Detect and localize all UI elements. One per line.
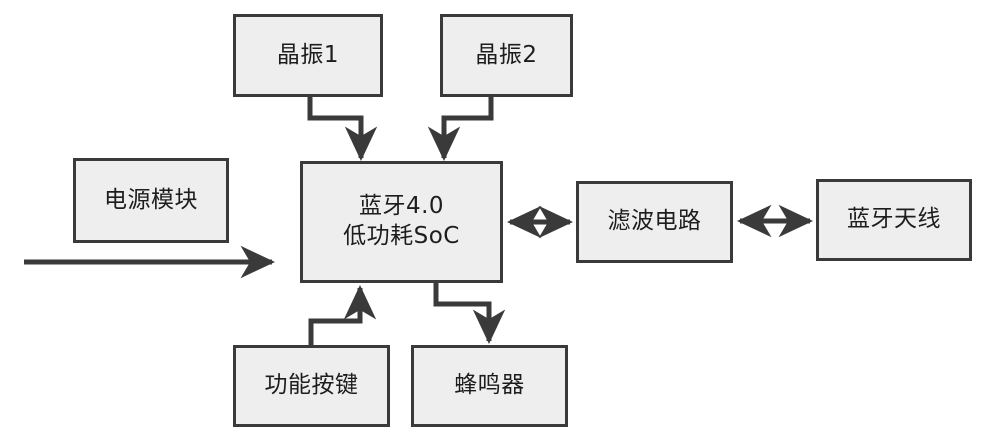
node-bluetooth-soc-label: 蓝牙4.0 低功耗SoC: [343, 193, 460, 249]
connector-button-to-soc: [308, 285, 377, 345]
node-bluetooth-soc[interactable]: 蓝牙4.0 低功耗SoC: [300, 161, 503, 283]
connector-xtal2-to-soc: [427, 97, 494, 161]
node-power-module[interactable]: 电源模块: [73, 158, 229, 243]
connector-soc-to-buzzer: [433, 283, 506, 344]
node-bluetooth-antenna[interactable]: 蓝牙天线: [816, 179, 972, 261]
node-function-key[interactable]: 功能按键: [233, 345, 390, 427]
node-power-module-label: 电源模块: [104, 186, 198, 213]
node-filter-circuit-label: 滤波电路: [607, 208, 702, 235]
node-buzzer-label: 蜂鸣器: [454, 372, 525, 399]
node-xtal1[interactable]: 晶振1: [233, 14, 383, 97]
node-function-key-label: 功能按键: [264, 372, 359, 399]
connector-xtal1-to-soc: [307, 97, 378, 161]
node-xtal2-label: 晶振2: [475, 41, 538, 68]
node-filter-circuit[interactable]: 滤波电路: [576, 181, 733, 263]
node-xtal1-label: 晶振1: [276, 41, 340, 68]
node-bluetooth-antenna-label: 蓝牙天线: [847, 206, 941, 233]
node-xtal2[interactable]: 晶振2: [440, 14, 573, 97]
node-buzzer[interactable]: 蜂鸣器: [411, 345, 568, 427]
